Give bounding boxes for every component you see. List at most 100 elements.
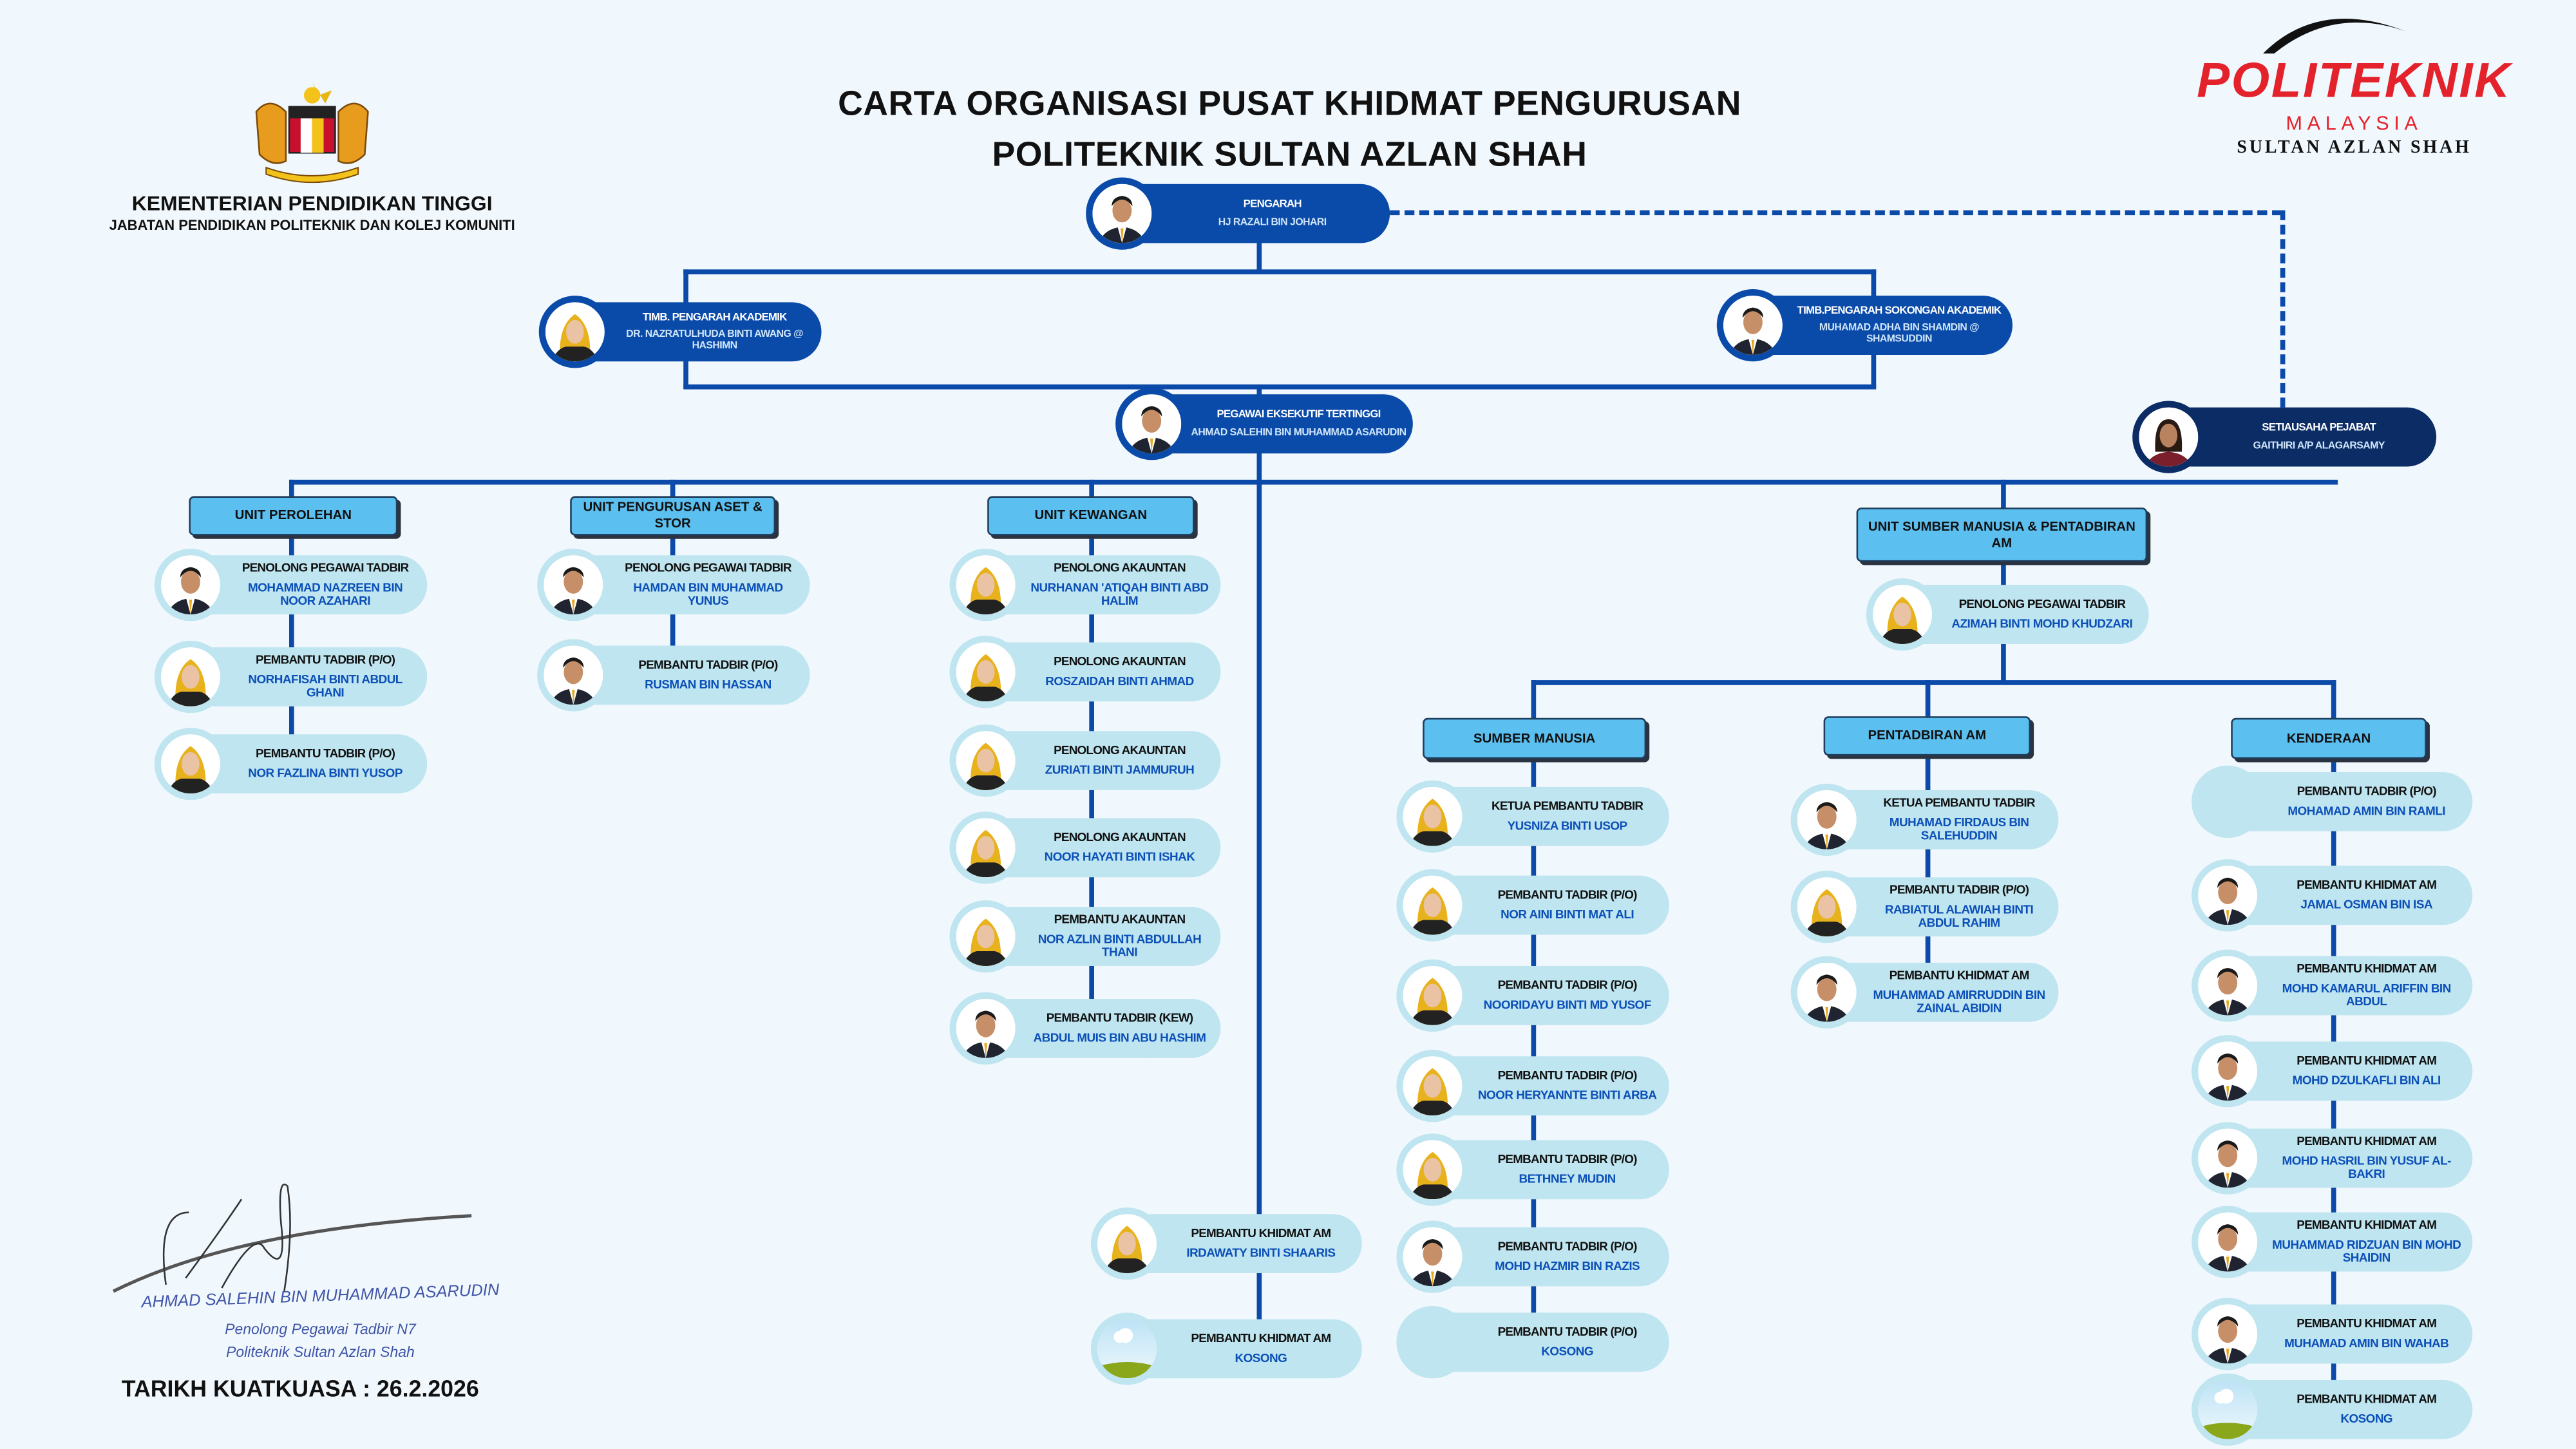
staff-card-name: MUHAMAD AMIN BIN WAHAB (2284, 1336, 2449, 1351)
staff-card: KETUA PEMBANTU TADBIR YUSNIZA BINTI USOP (1396, 780, 1669, 853)
avatar (949, 900, 1022, 973)
staff-card-name: ROSZAIDAH BINTI AHMAD (1045, 674, 1194, 689)
staff-card-name: IRDAWATY BINTI SHAARIS (1186, 1245, 1336, 1261)
staff-card-title: PEMBANTU TADBIR (P/O) (638, 656, 778, 672)
staff-card-name: NOR AZLIN BINTI ABDULLAH THANI (1037, 931, 1202, 960)
staff-card-name: NOORIDAYU BINTI MD YUSOF (1483, 997, 1652, 1012)
node-timb-pengarah-akademik-name: DR. NAZRATULHUDA BINTI AWANG @ HASHIMN (626, 328, 804, 352)
avatar (1086, 177, 1159, 250)
staff-card-title: PEMBANTU TADBIR (KEW) (1046, 1009, 1193, 1025)
staff-card: PEMBANTU TADBIR (P/O)MOHD HAZMIR BIN RAZ… (1396, 1220, 1669, 1293)
avatar (949, 724, 1022, 797)
avatar (2132, 401, 2205, 473)
staff-card-name: NURHANAN 'ATIQAH BINTI ABD HALIM (1030, 580, 1209, 609)
staff-card: PEMBANTU TADBIR (P/O)RABIATUL ALAWIAH BI… (1790, 871, 2059, 943)
staff-card-name: MOHAMMAD NAZREEN BIN NOOR AZAHARI (248, 580, 403, 609)
staff-card-title: PEMBANTU TADBIR (P/O) (1497, 1323, 1638, 1339)
node-pegawai-eksekutif-name: AHMAD SALEHIN BIN MUHAMMAD ASARUDIN (1191, 426, 1407, 439)
staff-card: PEMBANTU TADBIR (KEW)ABDUL MUIS BIN ABU … (949, 992, 1221, 1065)
staff-card-name: MUHAMMAD RIDZUAN BIN MOHD SHAIDIN (2272, 1237, 2461, 1266)
page-subtitle: POLITEKNIK SULTAN AZLAN SHAH (992, 136, 1587, 175)
dashed-connector-line (2280, 210, 2286, 408)
staff-card-box: PEMBANTU TADBIR (P/O)BETHNEY MUDIN (1426, 1140, 1669, 1200)
avatar (2192, 949, 2264, 1022)
connector-line (289, 479, 2338, 485)
unit-header-pentadbiran: PENTADBIRAN AM (1823, 716, 2031, 756)
staff-card-title: PEMBANTU KHIDMAT AM (2297, 1217, 2437, 1231)
department-name: JABATAN PENDIDIKAN POLITEKNIK DAN KOLEJ … (109, 216, 515, 234)
connector-line (2331, 680, 2336, 720)
connector-line (683, 269, 1877, 275)
placeholder-photo-icon (1090, 1312, 1164, 1385)
connector-line (1925, 680, 1931, 718)
avatar (1790, 783, 1863, 857)
staff-card-box: PEMBANTU TADBIR (P/O)MOHAMAD AMIN BIN RA… (2221, 772, 2473, 831)
staff-card-title: PEMBANTU KHIDMAT AM (1191, 1330, 1331, 1345)
staff-card-name: BETHNEY MUDIN (1519, 1171, 1616, 1187)
unit-header-kenderaan: KENDERAAN (2231, 717, 2427, 759)
staff-card-title: PEMBANTU AKAUNTAN (1054, 911, 1186, 926)
page-title: CARTA ORGANISASI PUSAT KHIDMAT PENGURUSA… (838, 85, 1741, 124)
staff-card: PEMBANTU KHIDMAT AM KOSONG (1090, 1312, 1362, 1385)
staff-card-title: PEMBANTU KHIDMAT AM (2297, 960, 2437, 976)
staff-card-title: PEMBANTU TADBIR (P/O) (1497, 1067, 1638, 1083)
staff-card-name: KOSONG (1235, 1350, 1287, 1366)
staff-card-box: PEMBANTU TADBIR (P/O)NOORIDAYU BINTI MD … (1426, 965, 1669, 1025)
avatar (1396, 1050, 1469, 1122)
avatar (2192, 859, 2264, 932)
connector-line (1531, 680, 2336, 685)
staff-card-title: PEMBANTU TADBIR (P/O) (256, 745, 395, 761)
logo-country: MALAYSIA (2286, 111, 2423, 135)
staff-card: PEMBANTU TADBIR (P/O)NORHAFISAH BINTI AB… (154, 640, 428, 714)
connector-line (1531, 755, 1537, 1340)
staff-card-name: NOR FAZLINA BINTI YUSOP (248, 766, 402, 781)
node-timb-pengarah-akademik-title: TIMB. PENGARAH AKADEMIK (642, 311, 788, 323)
staff-card-title: PEMBANTU KHIDMAT AM (2297, 1315, 2437, 1331)
staff-card-box: PEMBANTU TADBIR (P/O)RABIATUL ALAWIAH BI… (1820, 877, 2059, 937)
avatar (537, 549, 610, 621)
avatar (1396, 959, 1469, 1032)
staff-card-name: RABIATUL ALAWIAH BINTI ABDUL RAHIM (1884, 902, 2034, 931)
avatar (537, 639, 610, 712)
avatar (1396, 869, 1469, 942)
avatar (1396, 780, 1469, 853)
staff-card-title: PENOLONG PEGAWAI TADBIR (242, 559, 409, 574)
staff-card-name: MOHD DZULKAFLI BIN ALI (2292, 1073, 2441, 1088)
avatar (1716, 289, 1790, 362)
staff-card-title: PEMBANTU KHIDMAT AM (2297, 876, 2437, 892)
staff-card-box: PEMBANTU TADBIR (P/O)NORHAFISAH BINTI AB… (184, 647, 428, 706)
connector-line (1089, 479, 1094, 500)
connector-line (683, 384, 1877, 390)
avatar (2192, 1298, 2264, 1370)
connector-line (1531, 680, 1537, 720)
unit-header-perolehan: UNIT PEROLEHAN (189, 496, 398, 536)
connector-line (2001, 479, 2006, 509)
staff-card-name: ZURIATI BINTI JAMMURUH (1045, 762, 1195, 778)
connector-line (1256, 384, 1262, 1331)
staff-card-name: NOOR HAYATI BINTI ISHAK (1044, 849, 1195, 865)
staff-card-name: NOR AINI BINTI MAT ALI (1501, 907, 1634, 922)
avatar (2192, 1122, 2264, 1195)
staff-card-title: PENOLONG AKAUNTAN (1054, 742, 1186, 757)
staff-card-name: YUSNIZA BINTI USOP (1507, 818, 1628, 833)
staff-card-title: PEMBANTU TADBIR (P/O) (2297, 782, 2437, 798)
unit-header-sumber-manusia: SUMBER MANUSIA (1423, 717, 1647, 759)
handwritten-signature (107, 1180, 485, 1303)
staff-card: PEMBANTU TADBIR (P/O)MOHAMAD AMIN BIN RA… (2192, 765, 2473, 838)
avatar (1090, 1207, 1164, 1280)
staff-card-title: KETUA PEMBANTU TADBIR (1883, 794, 2035, 810)
staff-card-box: PEMBANTU TADBIR (P/O)NOOR HERYANNTE BINT… (1426, 1056, 1669, 1116)
staff-card-title: KETUA PEMBANTU TADBIR (1491, 797, 1643, 813)
